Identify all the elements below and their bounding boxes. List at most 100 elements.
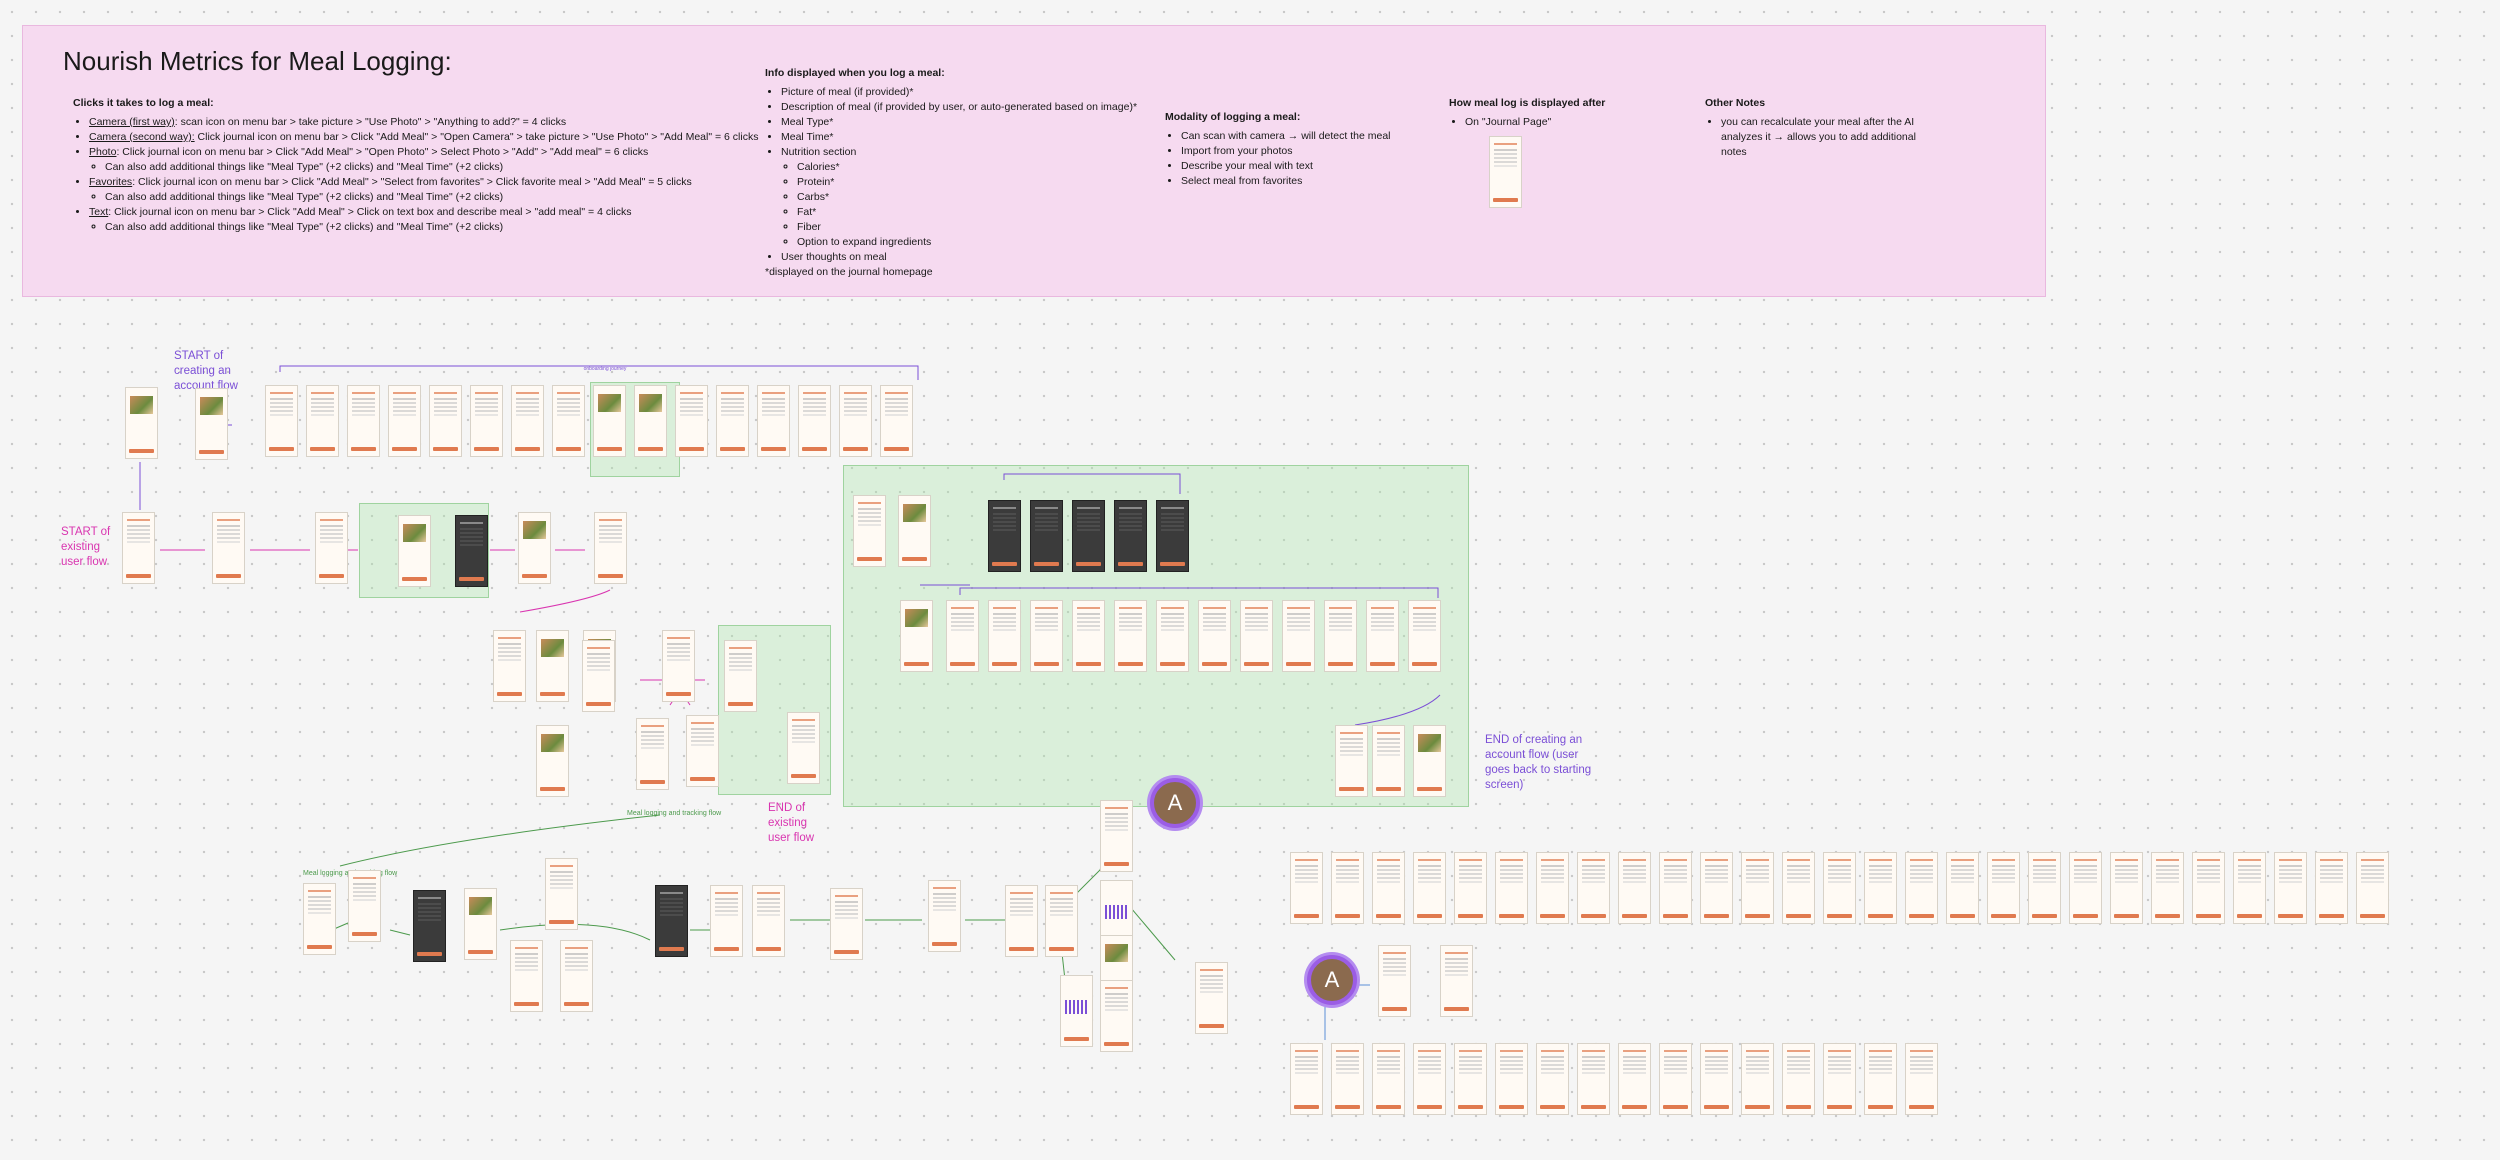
onboarding-label: onboarding journey (583, 366, 627, 372)
info-list: Picture of meal (if provided)* Descripti… (765, 85, 1165, 265)
app-screen-thumbnail (1195, 962, 1228, 1034)
app-screen-thumbnail (195, 388, 228, 460)
list-item: Picture of meal (if provided)* (781, 85, 1165, 100)
app-screen-thumbnail (1741, 852, 1774, 924)
app-screen-thumbnail (900, 600, 933, 672)
app-screen-thumbnail (1864, 852, 1897, 924)
list-subitem: Calories* (797, 160, 1165, 175)
app-screen-thumbnail (655, 885, 688, 957)
app-screen-thumbnail (1413, 852, 1446, 924)
list-item: On "Journal Page" (1465, 115, 1649, 130)
app-screen-thumbnail (413, 890, 446, 962)
app-screen-thumbnail (1331, 1043, 1364, 1115)
app-screen-thumbnail (1331, 852, 1364, 924)
app-screen-thumbnail (1577, 1043, 1610, 1115)
list-item: Describe your meal with text (1181, 159, 1425, 174)
app-screen-thumbnail (388, 385, 421, 457)
app-screen-thumbnail (1005, 885, 1038, 957)
app-screen-thumbnail (1100, 980, 1133, 1052)
app-screen-thumbnail (880, 385, 913, 457)
other-notes-list: you can recalculate your meal after the … (1705, 115, 1935, 160)
app-screen-thumbnail (752, 885, 785, 957)
app-screen-thumbnail (1700, 852, 1733, 924)
page-title: Nourish Metrics for Meal Logging: (63, 46, 452, 76)
app-screen-thumbnail (1290, 1043, 1323, 1115)
list-subitem: Can also add additional things like "Mea… (105, 220, 763, 235)
list-subitem: Protein* (797, 175, 1165, 190)
app-screen-thumbnail (1495, 1043, 1528, 1115)
app-screen-thumbnail (988, 600, 1021, 672)
app-screen-thumbnail (830, 888, 863, 960)
list-item: Description of meal (if provided by user… (781, 100, 1165, 115)
app-screen-thumbnail (1372, 1043, 1405, 1115)
list-subitem: Option to expand ingredients (797, 235, 1165, 250)
app-screen-thumbnail (1335, 725, 1368, 797)
app-screen-thumbnail (470, 385, 503, 457)
app-screen-thumbnail (1100, 800, 1133, 872)
app-screen-thumbnail (1366, 600, 1399, 672)
list-subitem: Can also add additional things like "Mea… (105, 190, 763, 205)
app-screen-thumbnail (306, 385, 339, 457)
app-screen-thumbnail (1060, 975, 1093, 1047)
app-screen-thumbnail (1905, 852, 1938, 924)
app-screen-thumbnail (1413, 725, 1446, 797)
list-item: Can scan with camera → will detect the m… (1181, 129, 1425, 144)
list-item: Import from your photos (1181, 144, 1425, 159)
app-screen-thumbnail (429, 385, 462, 457)
app-screen-thumbnail (636, 718, 669, 790)
method-label: Text (89, 206, 109, 218)
app-screen-thumbnail (1659, 1043, 1692, 1115)
app-screen-thumbnail (1987, 852, 2020, 924)
app-screen-thumbnail (1413, 1043, 1446, 1115)
app-screen-thumbnail (2028, 852, 2061, 924)
app-screen-thumbnail (757, 385, 790, 457)
list-item: Select meal from favorites (1181, 174, 1425, 189)
collaborator-avatar[interactable]: A (1307, 955, 1357, 1005)
app-screen-thumbnail (686, 715, 719, 787)
app-screen-thumbnail (315, 512, 348, 584)
start-existing-user-label: START of existing user flow (61, 526, 111, 568)
app-screen-thumbnail (511, 385, 544, 457)
nutrition-label: Nutrition section (781, 146, 857, 158)
app-screen-thumbnail (348, 870, 381, 942)
list-item: Camera (first way): scan icon on menu ba… (89, 115, 763, 130)
app-screen-thumbnail (1700, 1043, 1733, 1115)
app-screen-thumbnail (510, 940, 543, 1012)
clicks-heading: Clicks it takes to log a meal: (73, 97, 214, 109)
app-screen-thumbnail (1290, 852, 1323, 924)
app-screen-thumbnail (1240, 600, 1273, 672)
app-screen-thumbnail (988, 500, 1021, 572)
modality-section: Modality of logging a meal: Can scan wit… (1165, 110, 1425, 189)
app-screen-thumbnail (853, 495, 886, 567)
app-screen-thumbnail (1823, 852, 1856, 924)
method-steps: : Click journal icon on menu bar > Click… (132, 176, 692, 188)
app-screen-thumbnail (1536, 852, 1569, 924)
nutrition-list: Calories* Protein* Carbs* Fat* Fiber Opt… (781, 160, 1165, 250)
app-screen-thumbnail (2233, 852, 2266, 924)
app-screen-thumbnail (2356, 852, 2389, 924)
list-item: Meal Type* (781, 115, 1165, 130)
info-footnote: *displayed on the journal homepage (765, 266, 933, 278)
app-screen-thumbnail (1864, 1043, 1897, 1115)
app-screen-thumbnail (1372, 725, 1405, 797)
app-screen-thumbnail (1072, 600, 1105, 672)
app-screen-thumbnail (798, 385, 831, 457)
app-screen-thumbnail (347, 385, 380, 457)
list-item: Nutrition section Calories* Protein* Car… (781, 145, 1165, 250)
app-screen-thumbnail (2069, 852, 2102, 924)
collaborator-avatar[interactable]: A (1150, 778, 1200, 828)
app-screen-thumbnail (1618, 1043, 1651, 1115)
app-screen-thumbnail (265, 385, 298, 457)
app-screen-thumbnail (122, 512, 155, 584)
clicks-section: Clicks it takes to log a meal: Camera (f… (73, 96, 763, 235)
app-screen-thumbnail (125, 387, 158, 459)
app-screen-thumbnail (1440, 945, 1473, 1017)
app-screen-thumbnail (2315, 852, 2348, 924)
list-item: you can recalculate your meal after the … (1721, 115, 1935, 160)
app-screen-thumbnail (1408, 600, 1441, 672)
app-screen-thumbnail (1495, 852, 1528, 924)
app-screen-thumbnail (1156, 600, 1189, 672)
app-screen-thumbnail (582, 640, 615, 712)
app-screen-thumbnail (398, 515, 431, 587)
app-screen-thumbnail (1030, 600, 1063, 672)
